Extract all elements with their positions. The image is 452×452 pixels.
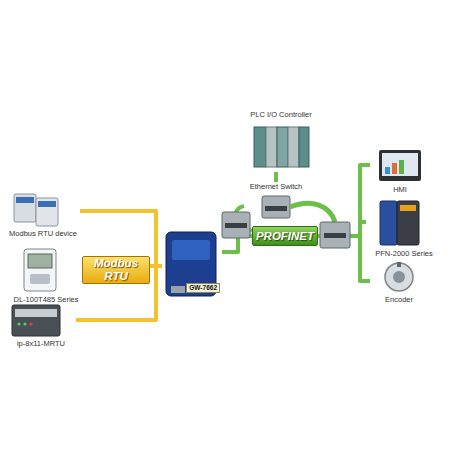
status-led	[17, 322, 20, 325]
device-node: Encoder	[370, 258, 428, 304]
dl-device-illustration	[24, 249, 56, 291]
node-label: HMI	[393, 185, 407, 194]
profinet-ring-line	[290, 203, 335, 222]
hmi-bar	[399, 160, 404, 174]
network-cable	[150, 264, 162, 268]
plc-module	[277, 127, 288, 167]
modbus-device-illustration	[14, 194, 58, 226]
plc-illustration	[254, 127, 309, 167]
network-cable	[236, 206, 252, 231]
hmi-illustration	[379, 150, 421, 181]
device-node: DL-100T485 Series	[8, 246, 84, 304]
network-cable	[318, 165, 370, 236]
status-led	[29, 322, 32, 325]
pfn-module	[380, 201, 397, 245]
pfn-panel	[400, 205, 416, 211]
top-switch-illustration	[262, 196, 290, 218]
status-led	[23, 322, 26, 325]
node-label: PROFINET	[256, 230, 314, 243]
sensor-grille	[30, 274, 50, 284]
node-label: Modbus RTU device	[9, 229, 77, 238]
module-body	[36, 198, 58, 226]
pfn-module	[397, 201, 419, 245]
switch-body	[222, 212, 250, 238]
node-label: PFN-2000 Series	[375, 249, 433, 258]
bus-band: Modbus RTU	[82, 256, 150, 284]
gateway-connector	[171, 286, 185, 293]
node-label: Modbus RTU	[83, 257, 149, 283]
node-label: DL-100T485 Series	[13, 295, 78, 304]
node-label: PLC I/O Controller	[250, 110, 311, 119]
device-node: HMI	[370, 148, 430, 194]
gateway-panel	[172, 240, 210, 260]
device-node: PFN-2000 Series	[366, 198, 442, 258]
right-switch-illustration	[320, 222, 350, 248]
hmi-bar	[392, 163, 397, 174]
switch-ports	[265, 206, 287, 211]
controller-panel	[15, 309, 57, 317]
switch-node: Ethernet Switch	[244, 182, 308, 220]
network-cable	[274, 172, 278, 182]
encoder-hub	[393, 271, 405, 283]
device-node: Modbus RTU device	[6, 188, 80, 238]
module-panel	[16, 197, 34, 203]
module-panel	[38, 201, 56, 207]
left-switch-illustration	[222, 212, 250, 238]
switch-ports	[225, 223, 247, 228]
ip-controller-illustration	[12, 305, 60, 336]
node-label: Encoder	[385, 295, 413, 304]
controller-body	[12, 305, 60, 336]
encoder-shaft	[397, 262, 401, 267]
network-cable	[318, 236, 370, 281]
node-label: Ethernet Switch	[250, 182, 303, 191]
network-band: PROFINET	[252, 226, 318, 246]
encoder-body	[385, 263, 413, 291]
switch-body	[262, 196, 290, 218]
hmi-screen	[382, 153, 418, 176]
node-label: GW-7662	[186, 283, 220, 293]
device-node: PLC I/O Controller	[244, 110, 318, 172]
pfn-illustration	[380, 201, 419, 245]
plc-module	[299, 127, 309, 167]
network-cable	[222, 236, 252, 252]
network-cable	[318, 222, 366, 236]
plc-module	[288, 127, 299, 167]
plc-module	[266, 127, 277, 167]
switch-body	[320, 222, 350, 248]
module-body	[14, 194, 36, 222]
gateway-node: GW-7662	[162, 228, 222, 302]
encoder-illustration	[385, 262, 413, 291]
device-body	[24, 249, 56, 291]
node-label: ip-8x11-MRTU	[17, 339, 65, 348]
device-node: ip-8x11-MRTU	[6, 302, 76, 348]
plc-module	[254, 127, 266, 167]
hmi-frame	[379, 150, 421, 181]
hmi-bar	[385, 167, 390, 174]
device-screen	[28, 254, 52, 268]
switch-ports	[324, 233, 346, 238]
